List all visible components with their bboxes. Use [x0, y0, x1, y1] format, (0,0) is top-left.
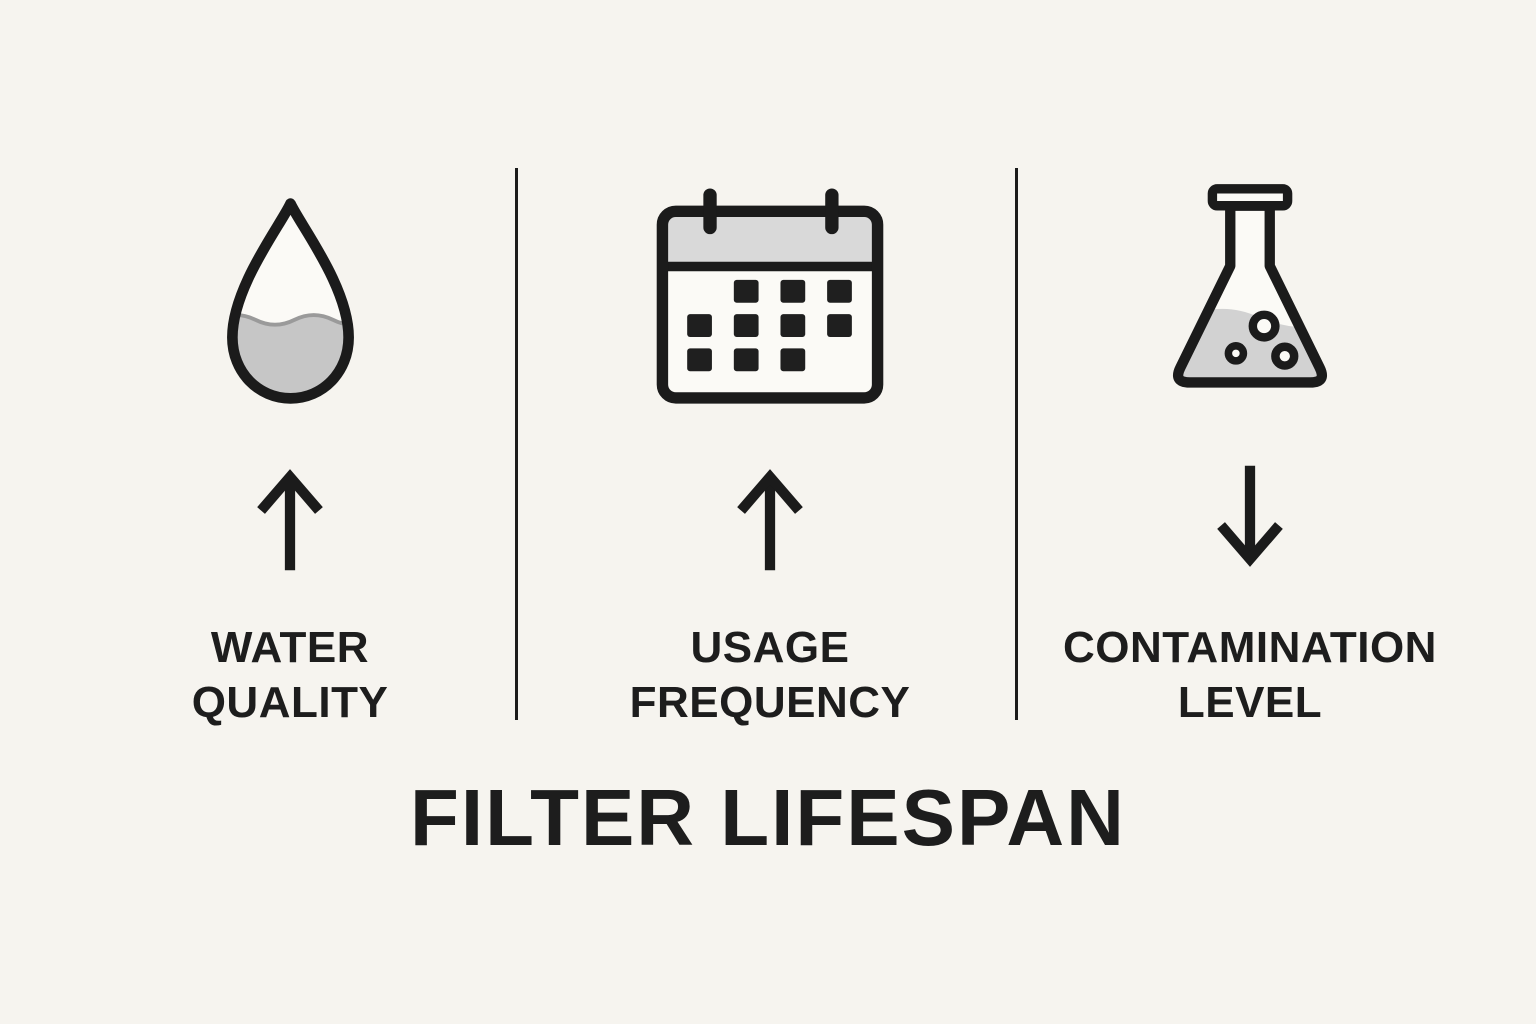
flask-icon — [1156, 162, 1344, 412]
label-usage-frequency: USAGE FREQUENCY — [630, 620, 911, 730]
up-arrow-icon — [247, 462, 333, 574]
down-arrow-icon — [1207, 462, 1293, 574]
label-line: FREQUENCY — [629, 678, 911, 727]
divider — [515, 168, 518, 720]
calendar-icon — [651, 162, 889, 412]
label-line: CONTAMINATION — [1063, 623, 1437, 672]
label-line: LEVEL — [1177, 678, 1323, 727]
column-contamination-level: CONTAMINATION LEVEL — [1020, 162, 1480, 730]
water-drop-icon — [213, 162, 368, 412]
column-water-quality: WATER QUALITY — [60, 162, 520, 730]
label-line: WATER — [210, 623, 370, 672]
up-arrow-icon — [727, 462, 813, 574]
label-line: QUALITY — [191, 678, 389, 727]
column-usage-frequency: USAGE FREQUENCY — [520, 162, 1020, 730]
page-title: FILTER LIFESPAN — [410, 773, 1126, 862]
label-water-quality: WATER QUALITY — [192, 620, 389, 730]
divider — [1015, 168, 1018, 720]
label-line: USAGE — [690, 623, 850, 672]
label-contamination-level: CONTAMINATION LEVEL — [1063, 620, 1437, 730]
